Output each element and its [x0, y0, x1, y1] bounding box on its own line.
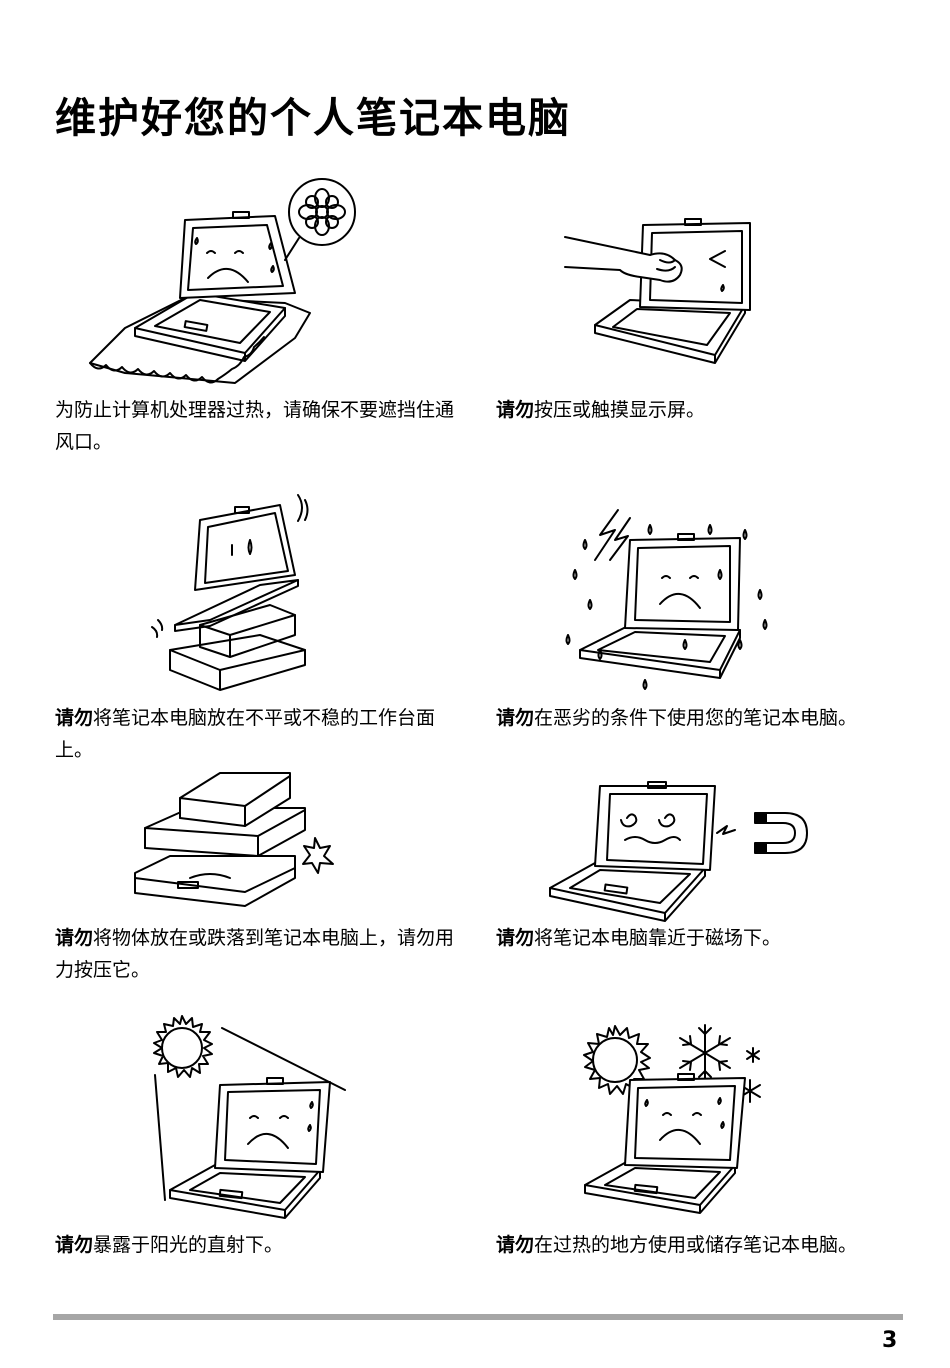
tip-caption-7: 请勿暴露于阳光的直射下。: [55, 1229, 470, 1261]
laptop-on-unstable-surface-illustration: [150, 485, 320, 700]
tip-caption-1: 为防止计算机处理器过热，请确保不要遮挡住通风口。: [55, 394, 470, 458]
tip-caption-3: 请勿将笔记本电脑放在不平或不稳的工作台面上。: [55, 702, 470, 766]
lightning-icon: [595, 510, 630, 560]
hand-pressing-screen-illustration: [565, 215, 765, 360]
tip-caption-4: 请勿在恶劣的条件下使用您的笔记本电脑。: [496, 702, 911, 734]
laptop-in-sunlight-illustration: [140, 1010, 350, 1215]
star-burst-icon: [303, 838, 333, 873]
laptop-on-cloth-illustration: [85, 168, 325, 393]
tip-caption-2: 请勿按压或触摸显示屏。: [496, 394, 911, 426]
laptop-hot-cold-illustration: [575, 1020, 775, 1220]
footer-rule: [53, 1314, 903, 1320]
tip-caption-8: 请勿在过热的地方使用或储存笔记本电脑。: [496, 1229, 911, 1261]
tip-caption-5: 请勿将物体放在或跌落到笔记本电脑上，请勿用力按压它。: [55, 922, 470, 986]
laptop-in-rain-illustration: [560, 500, 780, 695]
objects-on-laptop-illustration: [130, 768, 340, 908]
sun-icon: [154, 1016, 212, 1077]
tip-caption-6: 请勿将笔记本电脑靠近于磁场下。: [496, 922, 911, 954]
page-title: 维护好您的个人笔记本电脑: [55, 88, 571, 148]
laptop-near-magnet-illustration: [545, 778, 810, 918]
page-number: 3: [882, 1328, 897, 1353]
